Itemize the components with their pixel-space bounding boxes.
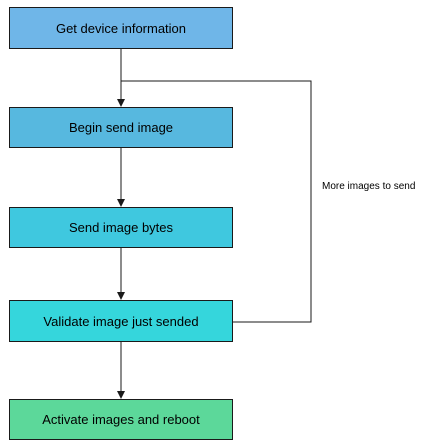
node-validate-image-just-sended: Validate image just sended [9,300,233,342]
loop-back-connector [121,80,312,323]
node-send-image-bytes: Send image bytes [9,207,233,248]
node-begin-send-image: Begin send image [9,107,233,148]
node-get-device-information: Get device information [9,7,233,49]
node-activate-images-and-reboot: Activate images and reboot [9,399,233,440]
loop-label: More images to send [322,181,416,192]
